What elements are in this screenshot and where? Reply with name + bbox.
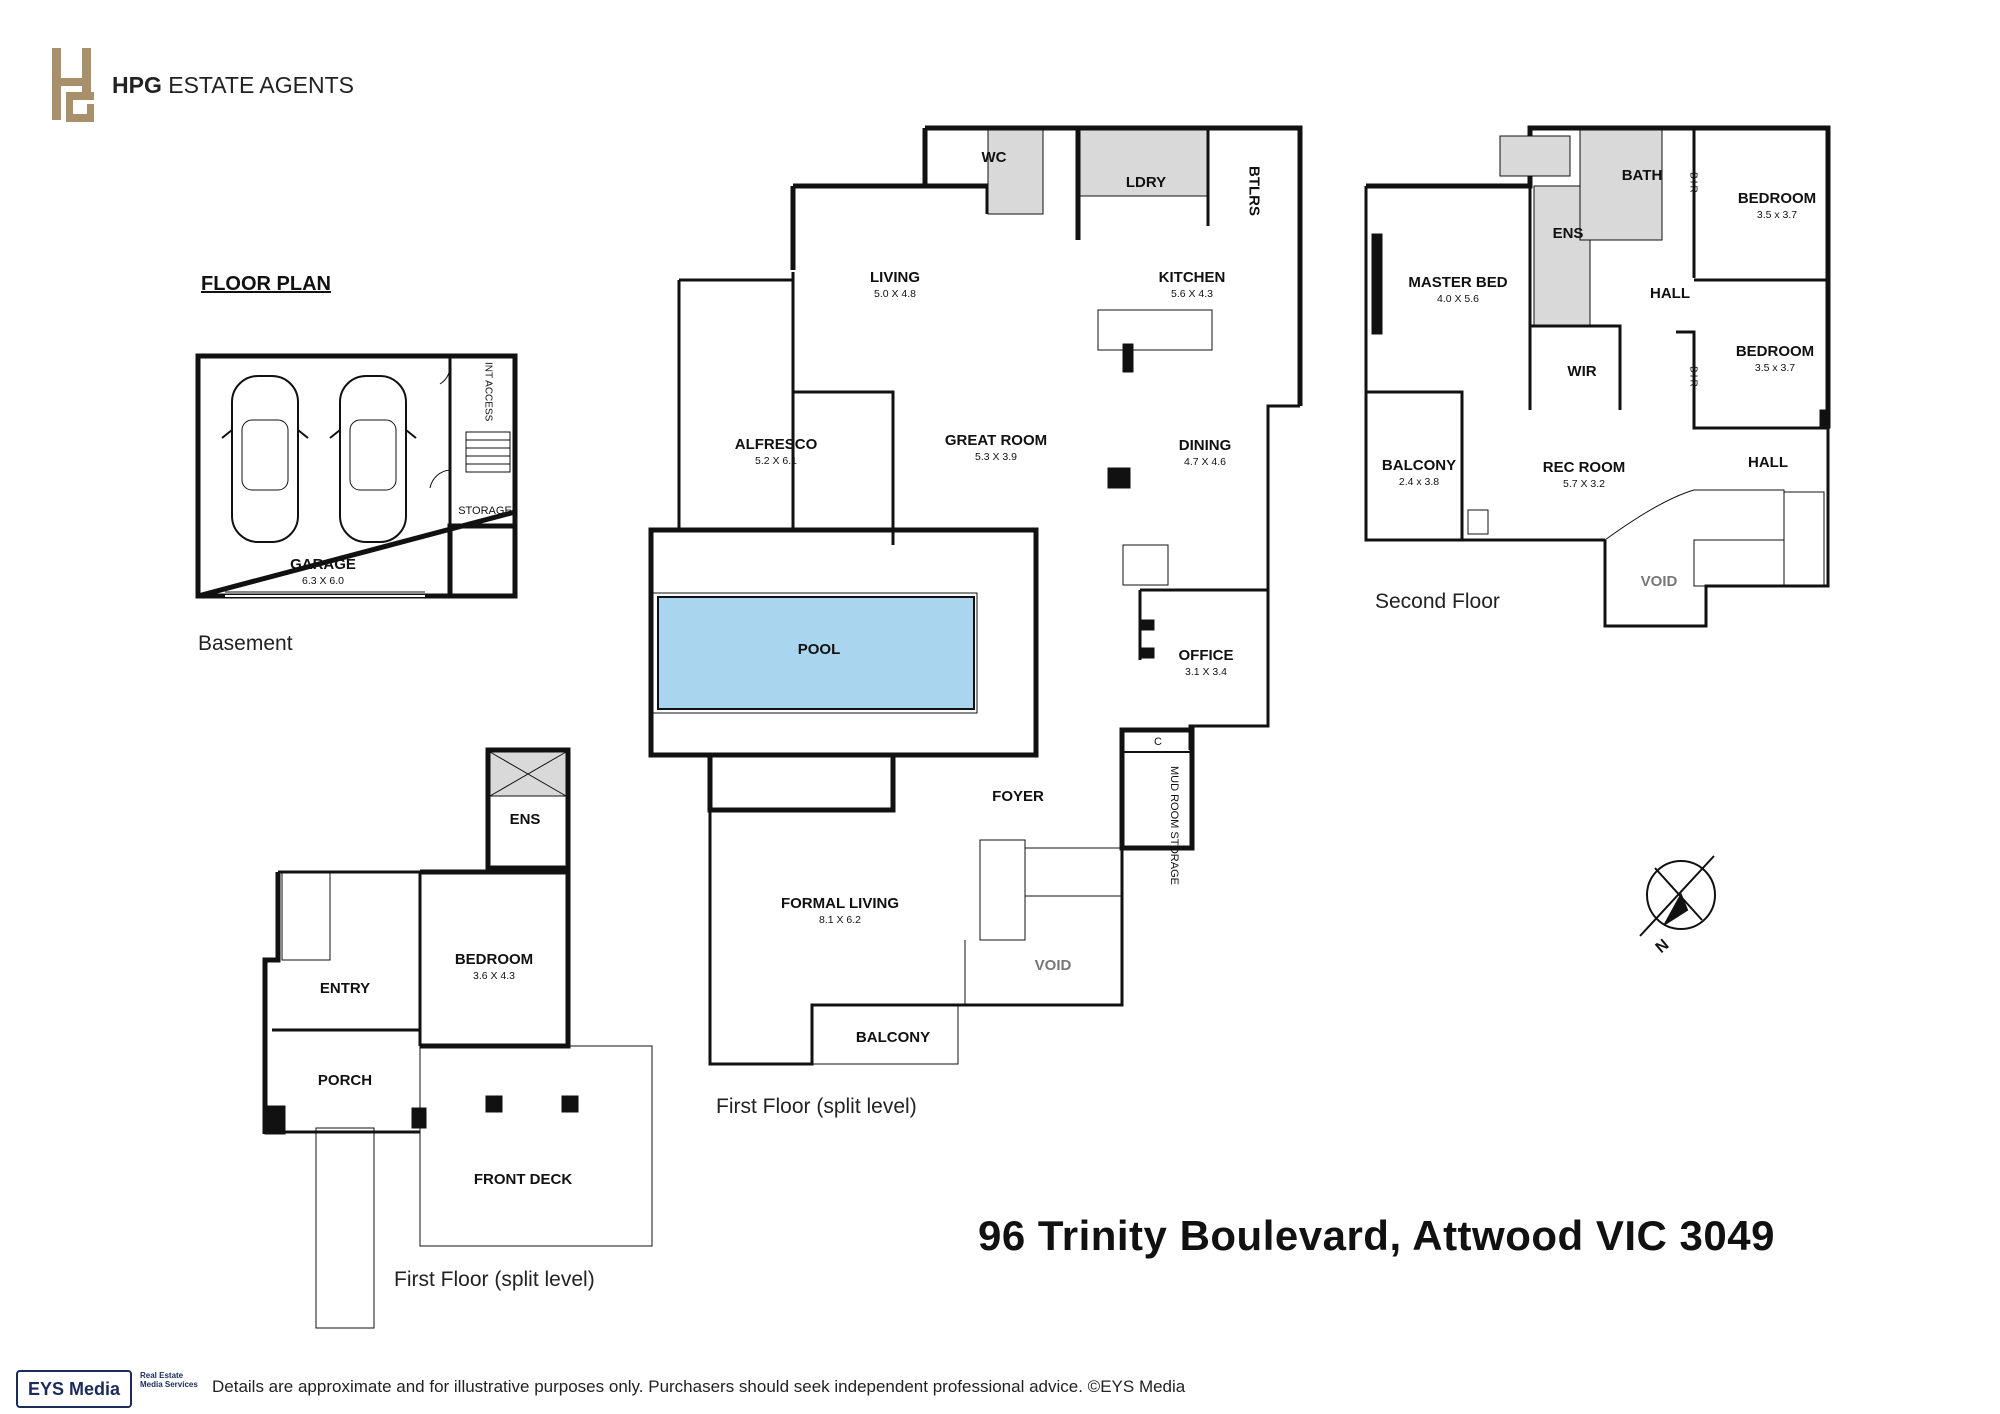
- floor-name-first-front: First Floor (split level): [394, 1268, 595, 1291]
- north-compass-icon: [1639, 855, 1716, 937]
- room-mud-room-storage: MUD ROOM STORAGE: [1168, 766, 1180, 885]
- room-void-first: VOID: [1034, 957, 1072, 974]
- floor-name-basement: Basement: [198, 632, 293, 655]
- property-address: 96 Trinity Boulevard, Attwood VIC 3049: [978, 1212, 1775, 1259]
- room-porch: PORCH: [317, 1072, 373, 1089]
- car-left: [221, 375, 309, 543]
- room-balcony-first: BALCONY: [855, 1029, 931, 1046]
- room-pool: POOL: [797, 641, 841, 658]
- second-floor-plan: [1364, 125, 1831, 628]
- brand-name: HPG ESTATE AGENTS: [112, 72, 354, 98]
- room-void-second: VOID: [1640, 573, 1678, 590]
- eys-media-tagline: Real Estate Media Services: [140, 1371, 198, 1389]
- room-foyer: FOYER: [992, 788, 1044, 805]
- room-front-deck: FRONT DECK: [473, 1171, 573, 1188]
- room-hall-lower: HALL: [1748, 454, 1788, 471]
- first-floor-front-plan: [262, 747, 653, 1329]
- hpg-logo-mark: [52, 48, 94, 122]
- room-int-access: INT ACCESS: [482, 362, 494, 422]
- basement-plan: [195, 353, 518, 599]
- first-floor-main-plan: [648, 125, 1303, 1066]
- room-entry: ENTRY: [319, 980, 371, 997]
- room-cupboard: C: [1154, 736, 1162, 748]
- room-hall-upper: HALL: [1650, 285, 1690, 302]
- room-bir-2: BIR: [1687, 366, 1699, 389]
- floor-name-first-main: First Floor (split level): [716, 1095, 917, 1118]
- car-right: [329, 375, 417, 543]
- floor-plan-title: FLOOR PLAN: [201, 273, 331, 295]
- room-storage: STORAGE: [458, 505, 512, 517]
- room-wc: WC: [981, 149, 1007, 166]
- room-btlrs: BTLRS: [1245, 166, 1263, 216]
- room-bath: BATH: [1621, 167, 1663, 184]
- room-ensuite-front: ENS: [509, 811, 541, 828]
- eys-media-logo: EYS Media: [16, 1370, 132, 1408]
- room-ldry: LDRY: [1125, 174, 1167, 191]
- room-wir: WIR: [1567, 363, 1597, 380]
- disclaimer-text: Details are approximate and for illustra…: [212, 1377, 1186, 1396]
- floor-name-second: Second Floor: [1375, 590, 1500, 613]
- room-ensuite-master: ENS: [1552, 225, 1584, 242]
- room-bir-1: BIR: [1687, 172, 1699, 195]
